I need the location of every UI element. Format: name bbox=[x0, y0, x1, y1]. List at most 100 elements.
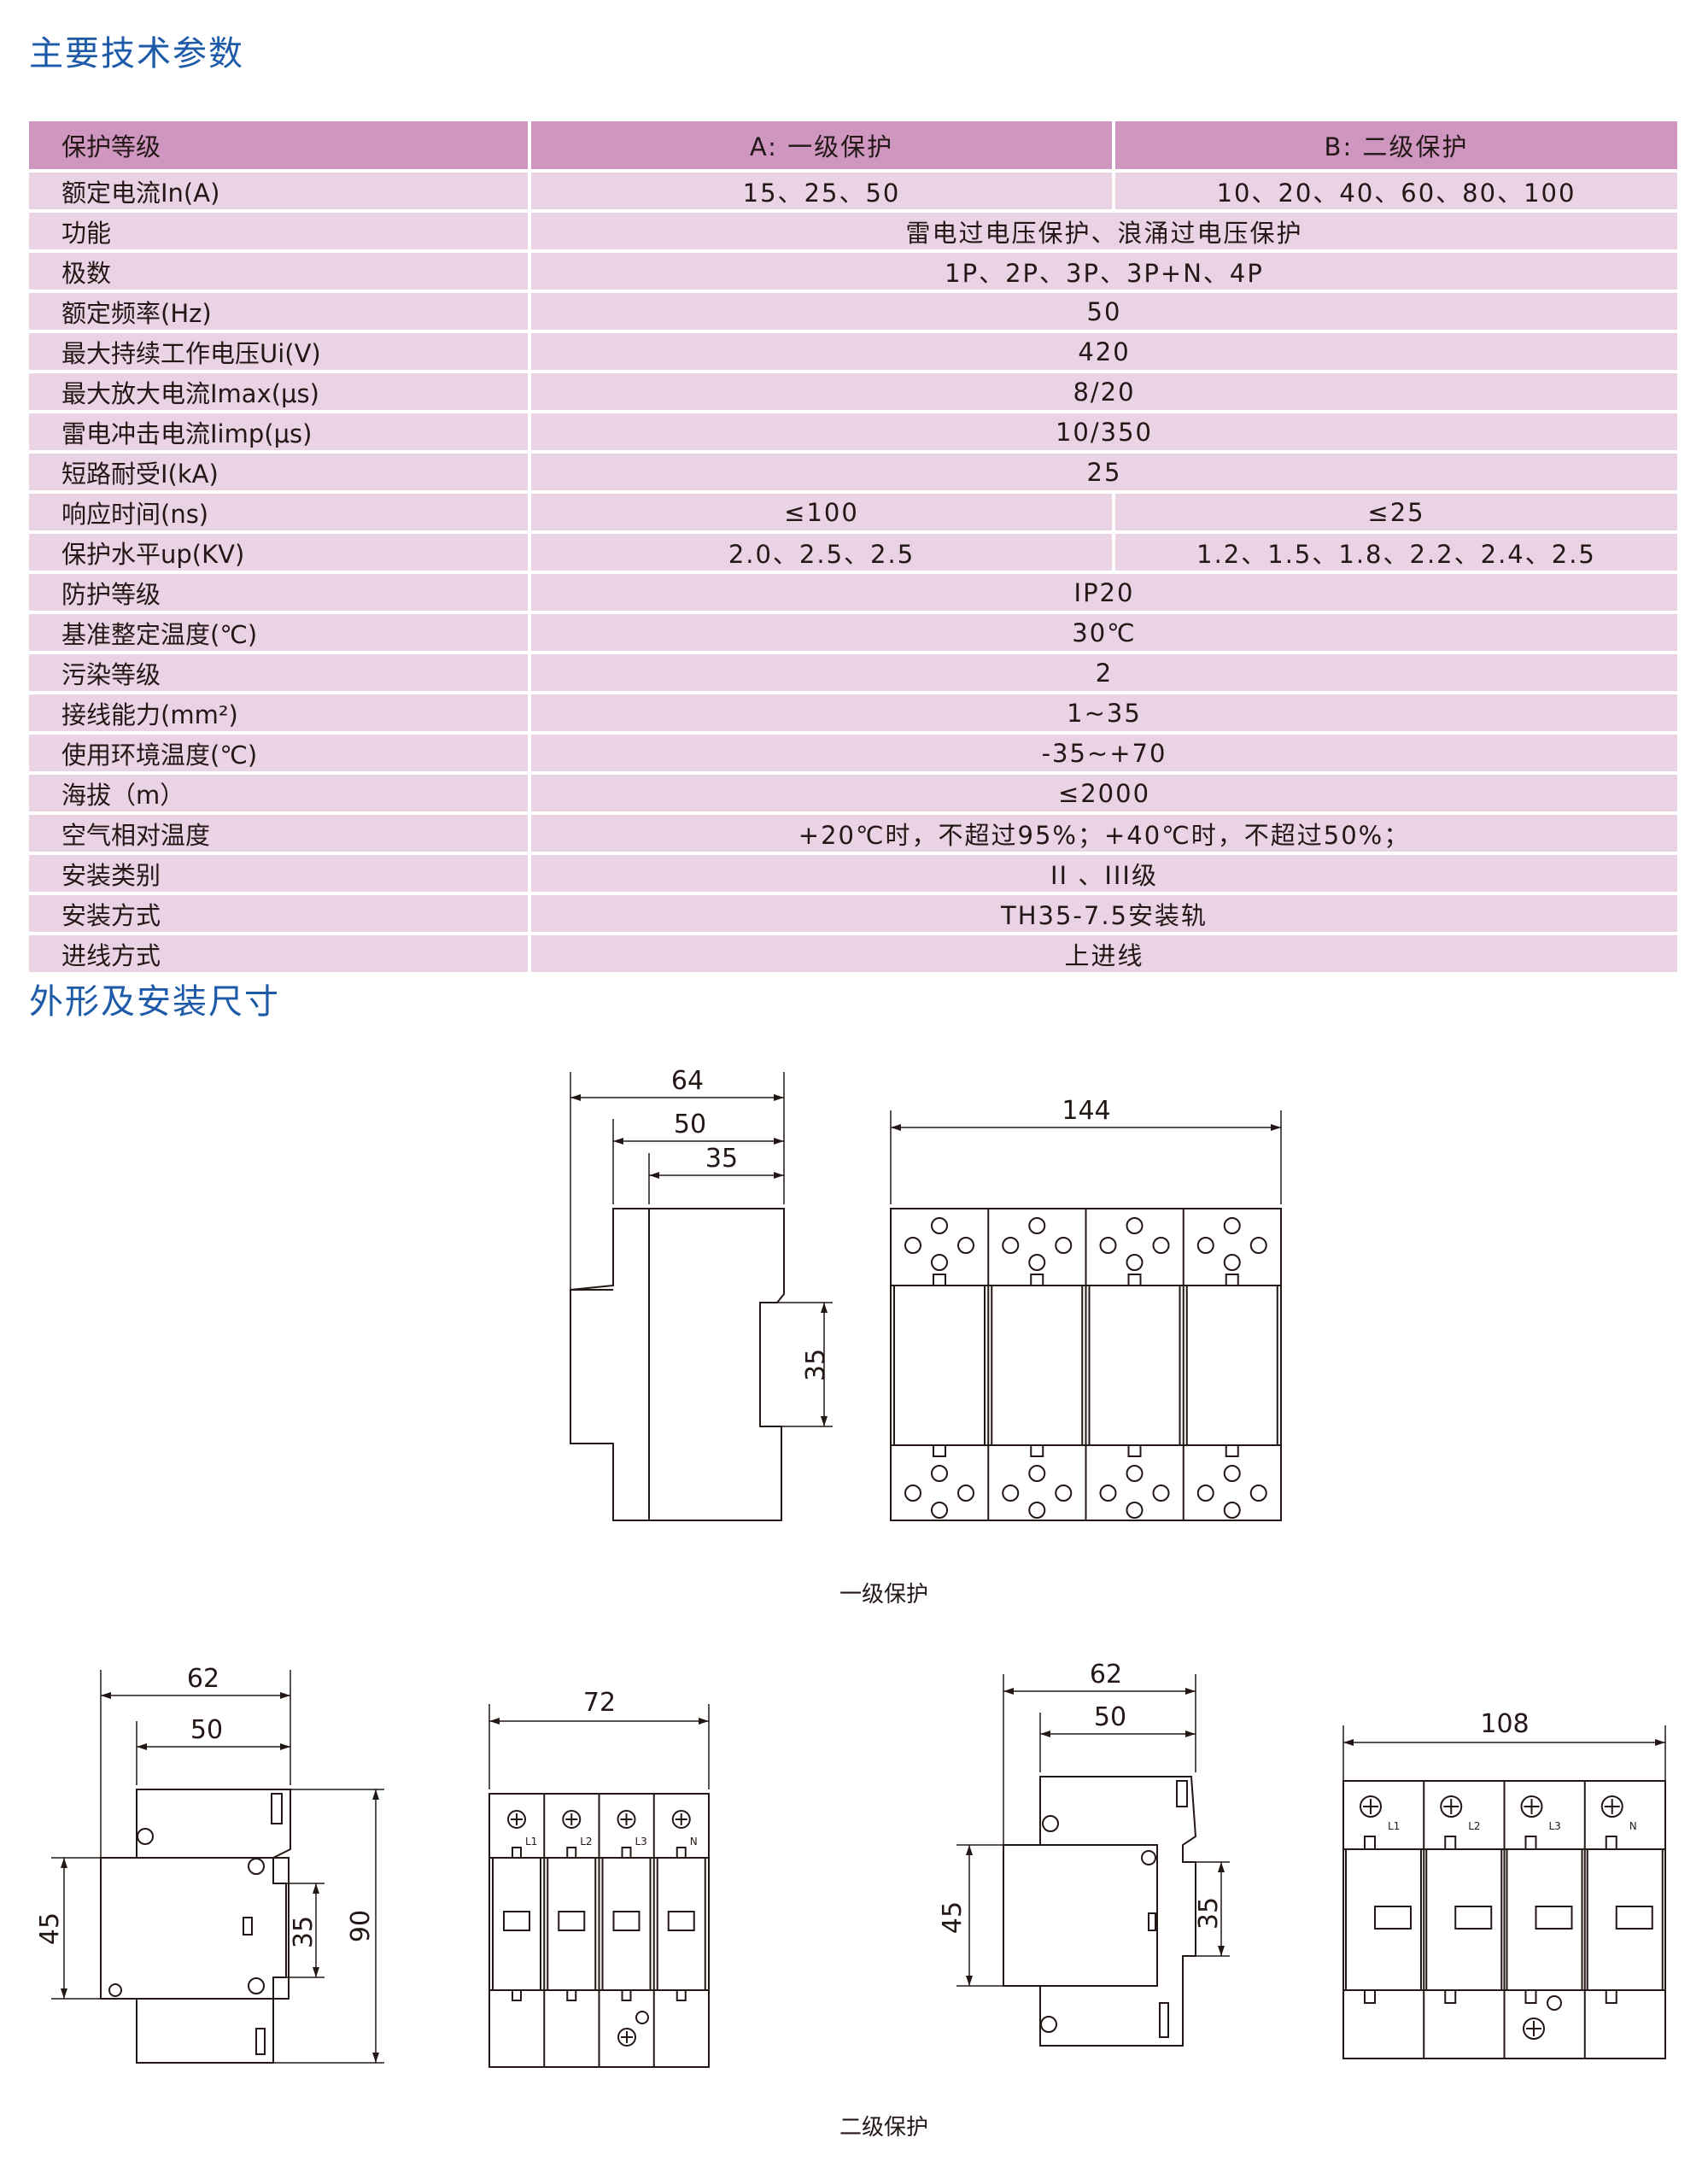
spec-row-value: TH35-7.5安装轨 bbox=[531, 895, 1677, 935]
spec-table-header: 保护等级 A: 一级保护 B: 二级保护 bbox=[29, 121, 1677, 173]
terminal-icon bbox=[1099, 1485, 1117, 1502]
module-cover bbox=[1506, 1848, 1583, 1991]
l2r-dim-v45: 45 bbox=[938, 1901, 968, 1934]
level1-side-view: 64 50 35 35 bbox=[570, 1066, 833, 1521]
spec-row-label: 保护水平up(KV) bbox=[29, 534, 531, 574]
module-cover bbox=[1425, 1848, 1503, 1991]
spec-row-value-b: 1.2、1.5、1.8、2.2、2.4、2.5 bbox=[1115, 534, 1677, 574]
spec-row-label: 雷电冲击电流Iimp(μs) bbox=[29, 413, 531, 454]
module-cover bbox=[1088, 1285, 1181, 1446]
spec-row-label: 污染等级 bbox=[29, 654, 531, 694]
spec-row: 海拔（m）≤2000 bbox=[29, 775, 1677, 815]
spec-row-value: ≤2000 bbox=[531, 775, 1677, 815]
terminal-icon bbox=[1099, 1237, 1117, 1254]
spec-row-value-b: ≤25 bbox=[1115, 494, 1677, 534]
spec-row-value: 1P、2P、3P、3P+N、4P bbox=[531, 253, 1677, 293]
terminal-icon bbox=[1028, 1217, 1046, 1234]
indicator-window bbox=[1535, 1906, 1573, 1930]
spec-row-value: 雷电过电压保护、浪涌过电压保护 bbox=[531, 213, 1677, 253]
spec-row-label: 接线能力(mm²) bbox=[29, 694, 531, 735]
terminal-icon bbox=[1126, 1502, 1144, 1519]
terminal-icon bbox=[1055, 1485, 1073, 1502]
dim-50: 50 bbox=[674, 1110, 706, 1139]
spec-row-value: 50 bbox=[531, 293, 1677, 333]
screw-icon bbox=[562, 1810, 582, 1829]
spec-row-value-a: 15、25、50 bbox=[531, 173, 1115, 213]
terminal-icon bbox=[1126, 1217, 1144, 1234]
indicator-window bbox=[503, 1911, 530, 1931]
terminal-icon bbox=[1196, 1237, 1214, 1254]
spec-row: 短路耐受I(kA)25 bbox=[29, 454, 1677, 494]
screw-icon bbox=[1440, 1795, 1463, 1818]
level2-caption: 二级保护 bbox=[839, 2115, 929, 2141]
module-cover bbox=[601, 1857, 652, 1991]
terminal-icon bbox=[1126, 1254, 1144, 1271]
screw-icon bbox=[1520, 1795, 1543, 1818]
spec-row-label: 进线方式 bbox=[29, 935, 531, 975]
indicator-window bbox=[558, 1911, 586, 1931]
spec-row-label: 海拔（m） bbox=[29, 775, 531, 815]
header-level-a: A: 一级保护 bbox=[531, 121, 1115, 173]
header-level-b: B: 二级保护 bbox=[1115, 121, 1677, 173]
l2r-dim-v35: 35 bbox=[1194, 1897, 1224, 1930]
spec-row-value: IP20 bbox=[531, 574, 1677, 614]
level1-caption: 一级保护 bbox=[839, 1582, 929, 1608]
spec-row-label: 最大放大电流Imax(μs) bbox=[29, 373, 531, 413]
spec-row-value: -35~+70 bbox=[531, 735, 1677, 775]
screw-icon bbox=[617, 1810, 636, 1829]
spec-row: 最大放大电流Imax(μs)8/20 bbox=[29, 373, 1677, 413]
indicator-window bbox=[1615, 1906, 1653, 1930]
spec-row-label: 空气相对温度 bbox=[29, 815, 531, 855]
terminal-icon bbox=[1028, 1254, 1046, 1271]
terminal-icon bbox=[1196, 1485, 1214, 1502]
l2-dim-108: 108 bbox=[1480, 1709, 1529, 1739]
level2-right-side-view: 62 50 35 45 bbox=[938, 1660, 1230, 2047]
spec-row-value-a: ≤100 bbox=[531, 494, 1115, 534]
header-label: 保护等级 bbox=[29, 121, 531, 173]
dim-64: 64 bbox=[671, 1066, 704, 1096]
module-cover bbox=[492, 1857, 541, 1991]
terminal-icon bbox=[904, 1485, 921, 1502]
spec-row-label: 功能 bbox=[29, 213, 531, 253]
l2-dim-62: 62 bbox=[187, 1664, 219, 1694]
pole-label: L3 bbox=[635, 1836, 647, 1848]
l2-dim-v35: 35 bbox=[289, 1916, 319, 1948]
specs-section-title: 主要技术参数 bbox=[29, 34, 244, 73]
terminal-icon bbox=[1223, 1254, 1241, 1271]
terminal-icon bbox=[931, 1502, 948, 1519]
spec-row-label: 安装方式 bbox=[29, 895, 531, 935]
terminal-icon bbox=[1249, 1237, 1267, 1254]
spec-row: 接线能力(mm²)1~35 bbox=[29, 694, 1677, 735]
spec-row: 基准整定温度(℃)30℃ bbox=[29, 614, 1677, 654]
spec-row-value: II 、III级 bbox=[531, 855, 1677, 895]
terminal-icon bbox=[1223, 1217, 1241, 1234]
terminal-icon bbox=[957, 1485, 974, 1502]
dim-35: 35 bbox=[705, 1144, 738, 1174]
terminal-icon bbox=[931, 1465, 948, 1482]
spec-row: 响应时间(ns)≤100≤25 bbox=[29, 494, 1677, 534]
terminal-icon bbox=[1152, 1237, 1170, 1254]
spec-row-label: 额定频率(Hz) bbox=[29, 293, 531, 333]
pole-label: L2 bbox=[1468, 1820, 1480, 1832]
spec-row-value: 25 bbox=[531, 454, 1677, 494]
spec-row-value-b: 10、20、40、60、80、100 bbox=[1115, 173, 1677, 213]
spec-row-value: 420 bbox=[531, 333, 1677, 373]
terminal-icon bbox=[931, 1254, 948, 1271]
spec-row-value: +20℃时，不超过95%；+40℃时，不超过50%； bbox=[531, 815, 1677, 855]
spec-row: 最大持续工作电压Ui(V)420 bbox=[29, 333, 1677, 373]
terminal-icon bbox=[957, 1237, 974, 1254]
l2-dim-72: 72 bbox=[583, 1688, 616, 1718]
terminal-icon bbox=[1002, 1485, 1020, 1502]
spec-row-value: 1~35 bbox=[531, 694, 1677, 735]
spec-row-value: 10/350 bbox=[531, 413, 1677, 454]
dims-section-title: 外形及安装尺寸 bbox=[29, 982, 280, 1022]
spec-row: 空气相对温度+20℃时，不超过95%；+40℃时，不超过50%； bbox=[29, 815, 1677, 855]
spec-row-label: 极数 bbox=[29, 253, 531, 293]
level1-front-view: 144 bbox=[890, 1096, 1282, 1521]
